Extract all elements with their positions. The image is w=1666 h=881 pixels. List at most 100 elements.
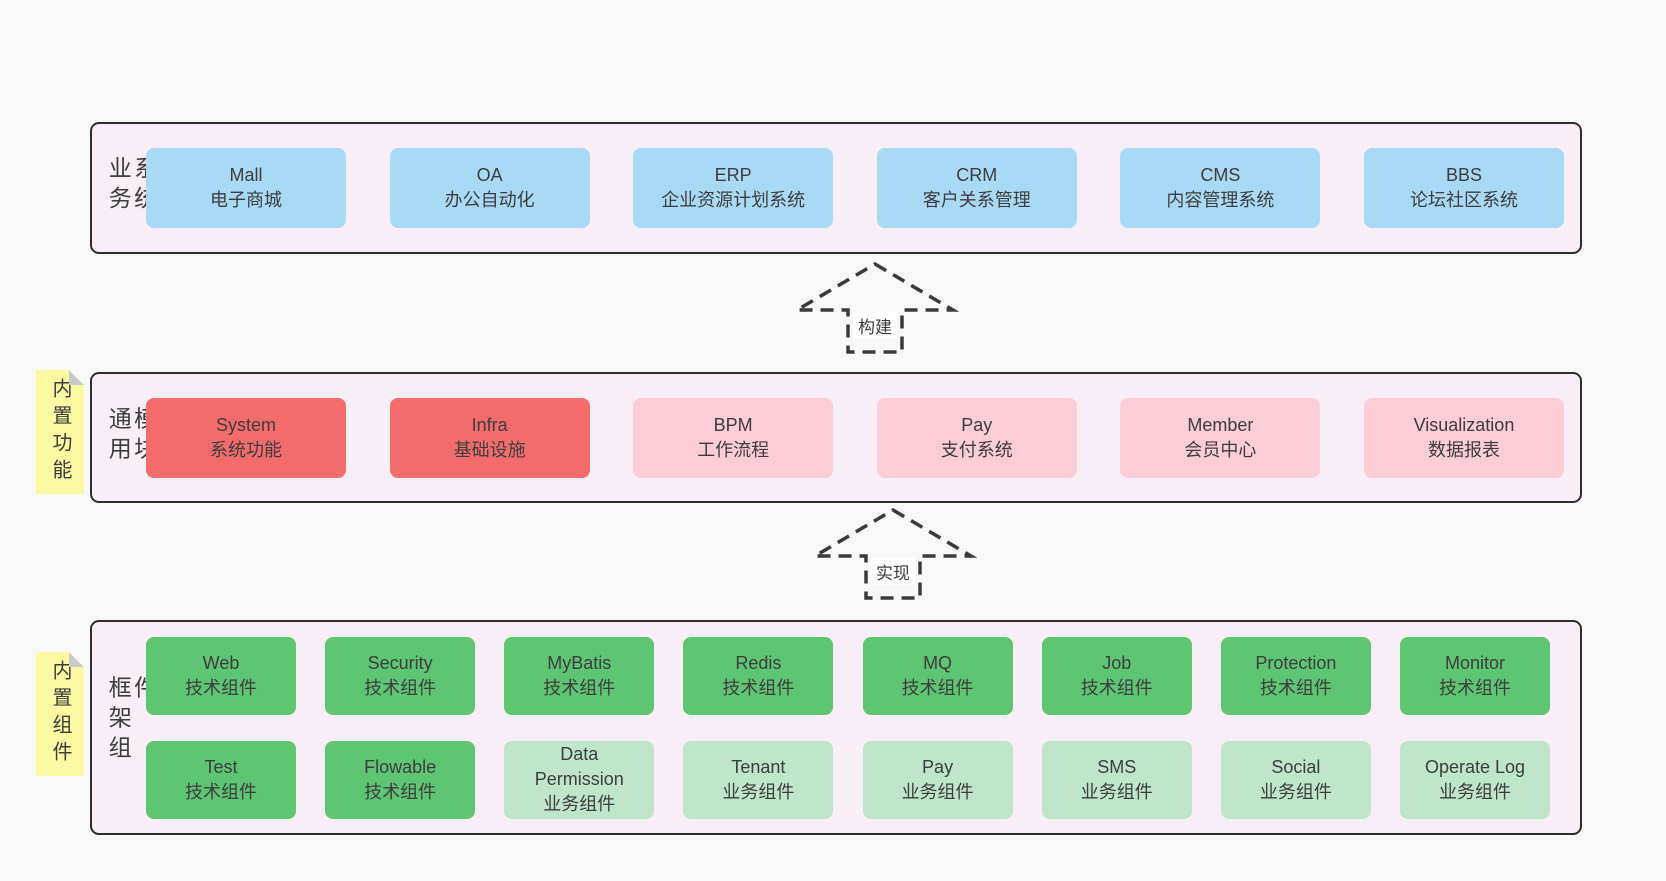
box-protection: Protection 技术组件: [1220, 636, 1371, 715]
box-subtitle: 论坛社区系统: [1409, 190, 1518, 210]
box-flowable: Flowable 技术组件: [325, 740, 476, 819]
box-redis: Redis 技术组件: [683, 636, 834, 715]
box-title: Protection: [1255, 652, 1337, 673]
box-subtitle: 技术组件: [1080, 677, 1153, 698]
common-modules-row: System 系统功能 Infra 基础设施 BPM 工作流程 Pay 支付系统…: [146, 397, 1564, 478]
implement-arrow: 实现: [808, 506, 978, 602]
box-test: Test 技术组件: [146, 740, 296, 819]
box-subtitle: 内容管理系统: [1166, 190, 1275, 210]
box-title: Data Permission: [534, 744, 624, 789]
business-systems-section: 业务系统 Mall 电子商城 OA 办公自动化 ERP 企业资源计划系统 CRM…: [90, 122, 1582, 254]
box-title: CMS: [1200, 165, 1241, 185]
box-monitor: Monitor 技术组件: [1399, 636, 1550, 715]
box-subtitle: 业务组件: [543, 794, 616, 814]
box-title: OA: [476, 165, 503, 185]
box-bbs: BBS 论坛社区系统: [1363, 148, 1564, 228]
box-subtitle: 基础设施: [453, 439, 526, 460]
box-title: Flowable: [364, 756, 437, 777]
build-arrow-label: 构建: [853, 312, 897, 339]
box-subtitle: 技术组件: [185, 781, 257, 802]
common-modules-rows: System 系统功能 Infra 基础设施 BPM 工作流程 Pay 支付系统…: [146, 374, 1564, 501]
box-title: Member: [1187, 414, 1254, 435]
box-title: Test: [204, 756, 238, 777]
box-title: Security: [367, 652, 433, 673]
box-subtitle: 支付系统: [940, 439, 1013, 460]
box-title: Infra: [471, 414, 508, 435]
box-subtitle: 技术组件: [722, 677, 795, 698]
box-subtitle: 电子商城: [210, 190, 282, 210]
up-arrow-icon: [808, 507, 978, 600]
box-subtitle: 企业资源计划系统: [661, 190, 806, 210]
box-title: Job: [1102, 652, 1132, 673]
box-mybatis: MyBatis 技术组件: [504, 636, 655, 715]
box-title: Operate Log: [1424, 756, 1526, 777]
box-title: Pay: [922, 756, 954, 777]
box-social: Social 业务组件: [1220, 740, 1371, 819]
box-oa: OA 办公自动化: [389, 148, 590, 228]
box-subtitle: 技术组件: [543, 677, 616, 698]
box-infra: Infra 基础设施: [389, 397, 590, 478]
box-mall: Mall 电子商城: [146, 148, 346, 228]
business-systems-rows: Mall 电子商城 OA 办公自动化 ERP 企业资源计划系统 CRM 客户关系…: [146, 124, 1564, 252]
box-title: Mall: [229, 165, 263, 185]
box-title: BPM: [713, 414, 753, 435]
box-subtitle: 业务组件: [1080, 781, 1153, 802]
box-title: CRM: [956, 165, 998, 185]
box-data-permission: Data Permission 业务组件: [504, 740, 655, 819]
common-modules-section: 通用模块 System 系统功能 Infra 基础设施 BPM 工作流程 Pay…: [90, 372, 1582, 503]
box-pay-business: Pay 业务组件: [862, 740, 1013, 819]
box-title: System: [215, 414, 276, 435]
box-subtitle: 业务组件: [722, 781, 795, 802]
box-subtitle: 业务组件: [1438, 781, 1511, 802]
box-bpm: BPM 工作流程: [633, 397, 834, 478]
up-arrow-icon: [790, 261, 960, 354]
box-subtitle: 技术组件: [364, 781, 437, 802]
box-operate-log: Operate Log 业务组件: [1399, 740, 1550, 819]
framework-components-rows: Web 技术组件 Security 技术组件 MyBatis 技术组件 Redi…: [146, 622, 1550, 833]
box-web: Web 技术组件: [146, 636, 296, 715]
build-arrow: 构建: [790, 260, 960, 356]
box-title: Monitor: [1444, 652, 1505, 673]
box-pay: Pay 支付系统: [876, 397, 1077, 478]
box-subtitle: 技术组件: [901, 677, 974, 698]
box-subtitle: 系统功能: [210, 439, 282, 460]
framework-components-row-1: Web 技术组件 Security 技术组件 MyBatis 技术组件 Redi…: [146, 636, 1550, 715]
box-title: Tenant: [731, 756, 786, 777]
box-crm: CRM 客户关系管理: [876, 148, 1077, 228]
box-tenant: Tenant 业务组件: [683, 740, 834, 819]
box-title: MQ: [923, 652, 953, 673]
box-subtitle: 技术组件: [364, 677, 437, 698]
box-subtitle: 工作流程: [697, 439, 770, 460]
box-title: BBS: [1445, 165, 1482, 185]
box-subtitle: 技术组件: [1259, 677, 1332, 698]
box-job: Job 技术组件: [1041, 636, 1192, 715]
implement-arrow-label: 实现: [871, 558, 915, 585]
box-mq: MQ 技术组件: [862, 636, 1013, 715]
box-title: Web: [202, 652, 240, 673]
box-subtitle: 数据报表: [1427, 439, 1500, 460]
framework-components-row-2: Test 技术组件 Flowable 技术组件 Data Permission …: [146, 740, 1550, 819]
box-subtitle: 客户关系管理: [922, 190, 1031, 210]
builtin-components-sticky-label: 内置组件: [49, 660, 71, 768]
box-title: MyBatis: [547, 652, 612, 673]
box-title: Pay: [961, 414, 993, 435]
box-cms: CMS 内容管理系统: [1120, 148, 1321, 228]
box-title: Social: [1271, 756, 1321, 777]
builtin-features-sticky: 内置功能: [36, 370, 84, 494]
box-subtitle: 业务组件: [901, 781, 974, 802]
box-system: System 系统功能: [146, 397, 346, 478]
box-subtitle: 技术组件: [1438, 677, 1511, 698]
box-title: ERP: [714, 165, 752, 185]
builtin-features-sticky-label: 内置功能: [49, 378, 71, 486]
box-erp: ERP 企业资源计划系统: [633, 148, 834, 228]
builtin-components-sticky: 内置组件: [36, 652, 84, 776]
box-sms: SMS 业务组件: [1041, 740, 1192, 819]
box-member: Member 会员中心: [1120, 397, 1321, 478]
box-subtitle: 业务组件: [1259, 781, 1332, 802]
box-subtitle: 办公自动化: [444, 190, 535, 210]
box-security: Security 技术组件: [325, 636, 476, 715]
box-title: SMS: [1097, 756, 1137, 777]
box-subtitle: 会员中心: [1184, 439, 1257, 460]
box-visualization: Visualization 数据报表: [1363, 397, 1564, 478]
box-title: Redis: [735, 652, 782, 673]
